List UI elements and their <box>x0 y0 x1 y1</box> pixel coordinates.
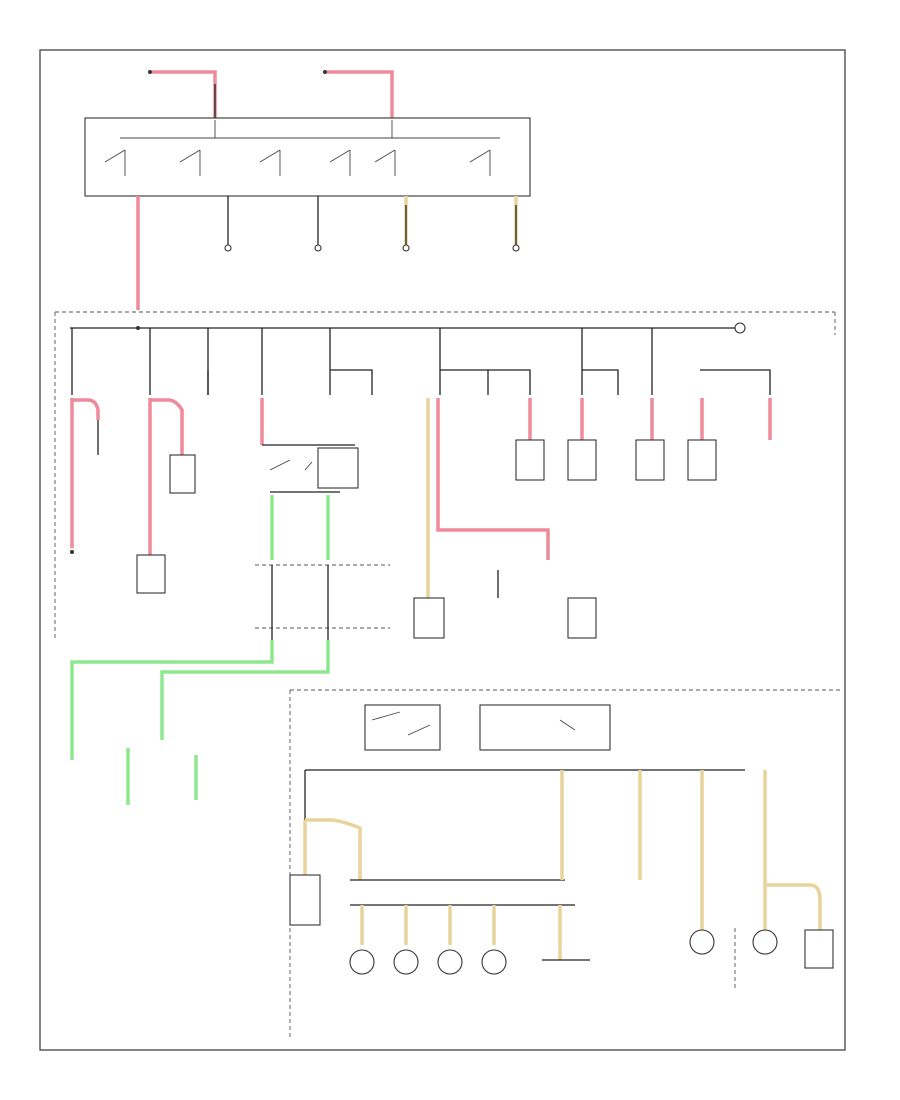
relay-block <box>260 398 359 560</box>
diagram-frame <box>39 49 846 1051</box>
switch-output-wires <box>136 196 520 310</box>
main-bus <box>70 322 746 334</box>
left-red-circuits <box>70 398 196 594</box>
ignition-switch <box>84 117 531 197</box>
top-power-sources <box>148 70 394 120</box>
secondary-fuse-outline <box>255 564 390 629</box>
fuse-drops <box>71 328 771 395</box>
green-circuits <box>70 640 330 805</box>
lower-switch-group <box>289 689 840 1040</box>
right-red-circuits <box>515 398 772 481</box>
fuse-block-outline <box>54 311 836 640</box>
center-branch <box>413 398 597 639</box>
lower-distribution <box>289 770 834 990</box>
